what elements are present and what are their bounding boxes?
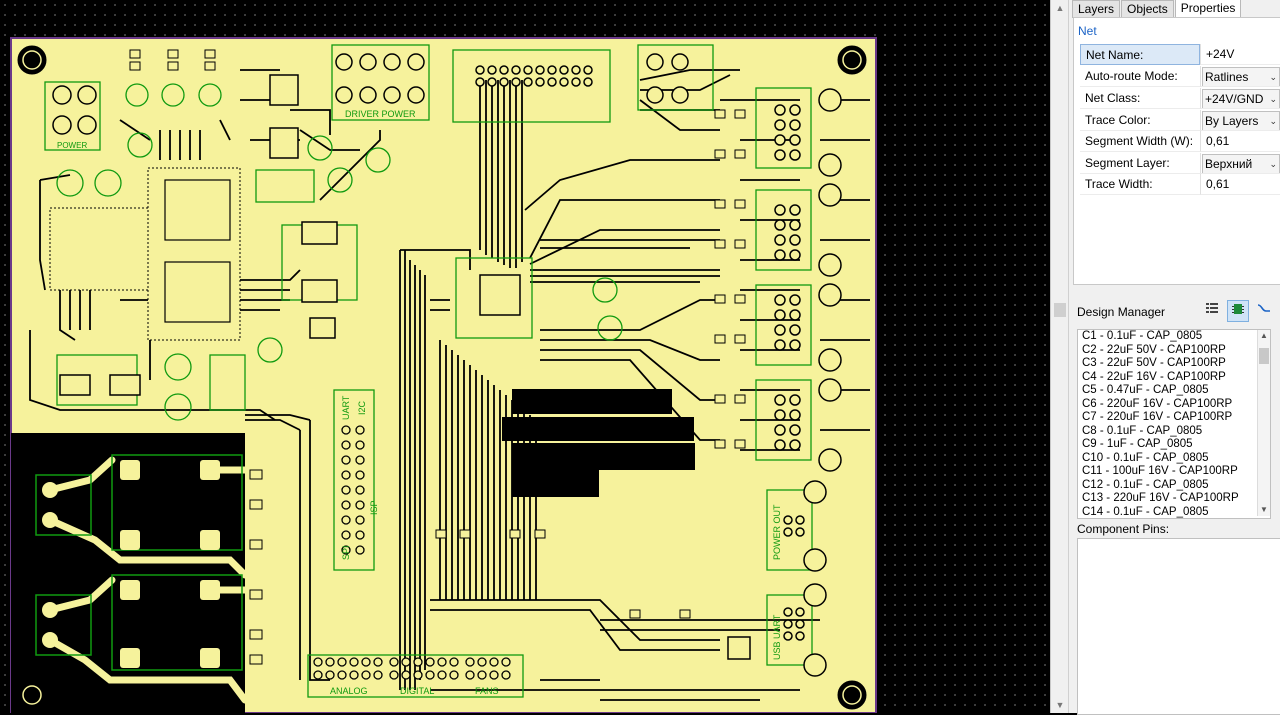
prop-row-net-name: Net Name: +24V xyxy=(1080,44,1280,65)
prop-label: Net Name: xyxy=(1080,44,1200,65)
properties-panel: Net Net Name: +24V Auto-route Mode: Ratl… xyxy=(1073,17,1280,285)
pcb-canvas[interactable]: POWER DRIVER POWER ANALOG DIGITAL FANS U… xyxy=(0,0,1050,713)
chevron-down-icon: ⌄ xyxy=(1269,116,1277,126)
ground-pour xyxy=(11,433,245,713)
list-item[interactable]: C5 - 0.47uF - CAP_0805 xyxy=(1082,384,1209,396)
prop-label: Segment Width (W): xyxy=(1080,131,1200,152)
scroll-down-icon[interactable]: ▼ xyxy=(1055,700,1065,710)
chevron-down-icon[interactable]: ▼ xyxy=(1260,505,1268,514)
list-item[interactable]: C11 - 100uF 16V - CAP100RP xyxy=(1082,465,1238,477)
tab-properties[interactable]: Properties xyxy=(1174,0,1242,18)
panel-tabs: Layers Objects Properties xyxy=(1072,0,1242,18)
component-list[interactable]: C1 - 0.1uF - CAP_0805 C2 - 22uF 50V - CA… xyxy=(1077,329,1271,519)
segment-width-field[interactable]: 0,61 xyxy=(1200,131,1280,152)
list-item[interactable]: C12 - 0.1uF - CAP_0805 xyxy=(1082,478,1209,491)
list-item[interactable]: C1 - 0.1uF - CAP_0805 xyxy=(1082,330,1203,342)
label-i2c: I2C xyxy=(357,400,367,415)
trace-width-field[interactable]: 0,61 xyxy=(1200,174,1280,195)
prop-label: Trace Width: xyxy=(1080,174,1200,195)
label-spi: SPI xyxy=(341,545,351,560)
list-item[interactable]: C2 - 22uF 50V - CAP100RP xyxy=(1082,343,1226,356)
prop-row-auto-route-mode: Auto-route Mode: Ratlines⌄ xyxy=(1080,66,1280,87)
trace-color-select[interactable]: By Layers⌄ xyxy=(1202,111,1280,130)
scrollbar-thumb[interactable] xyxy=(1259,348,1269,364)
section-title: Net xyxy=(1078,24,1097,38)
list-icon[interactable] xyxy=(1201,300,1223,322)
scroll-up-icon[interactable]: ▲ xyxy=(1055,3,1065,13)
prop-row-segment-layer: Segment Layer: Верхний⌄ xyxy=(1080,153,1280,174)
prop-label: Segment Layer: xyxy=(1080,153,1200,174)
prop-row-net-class: Net Class: +24V/GND⌄ xyxy=(1080,88,1280,109)
list-item[interactable]: C9 - 1uF - CAP_0805 xyxy=(1082,438,1193,450)
label-analog: ANALOG xyxy=(330,686,368,696)
tab-objects[interactable]: Objects xyxy=(1121,0,1174,18)
chevron-up-icon[interactable]: ▲ xyxy=(1260,331,1268,340)
prop-label: Auto-route Mode: xyxy=(1080,66,1200,87)
list-item[interactable]: C4 - 22uF 16V - CAP100RP xyxy=(1082,370,1226,383)
pcb-board-view[interactable]: POWER DRIVER POWER ANALOG DIGITAL FANS U… xyxy=(0,0,1050,713)
segment-layer-select[interactable]: Верхний⌄ xyxy=(1202,154,1280,173)
prop-row-segment-width: Segment Width (W): 0,61 xyxy=(1080,131,1280,152)
list-scrollbar[interactable]: ▲ ▼ xyxy=(1257,330,1270,516)
label-usb-uart: USB UART xyxy=(772,614,782,660)
list-item[interactable]: C14 - 0.1uF - CAP_0805 xyxy=(1082,505,1209,518)
splitter-grip[interactable] xyxy=(1054,303,1066,317)
panel-splitter[interactable]: ▲ ▼ xyxy=(1050,0,1069,713)
tab-layers[interactable]: Layers xyxy=(1072,0,1121,18)
component-pins-list[interactable] xyxy=(1077,538,1280,715)
auto-route-mode-select[interactable]: Ratlines⌄ xyxy=(1202,67,1280,86)
component-pins-title: Component Pins: xyxy=(1077,522,1170,536)
list-item[interactable]: C13 - 220uF 16V - CAP100RP xyxy=(1082,492,1239,504)
label-fans: FANS xyxy=(475,686,499,696)
right-panel: Layers Objects Properties Net Net Name: … xyxy=(1068,0,1280,715)
list-item[interactable]: C8 - 0.1uF - CAP_0805 xyxy=(1082,424,1203,437)
chevron-down-icon: ⌄ xyxy=(1269,159,1277,169)
design-manager-toolbar xyxy=(1201,300,1279,322)
chevron-down-icon: ⌄ xyxy=(1269,72,1277,82)
label-isp: ISP xyxy=(369,500,379,515)
label-digital: DIGITAL xyxy=(400,686,434,696)
list-item[interactable]: C7 - 220uF 16V - CAP100RP xyxy=(1082,411,1233,423)
list-item[interactable]: C6 - 220uF 16V - CAP100RP xyxy=(1082,397,1233,410)
prop-row-trace-width: Trace Width: 0,61 xyxy=(1080,174,1280,195)
net-class-select[interactable]: +24V/GND⌄ xyxy=(1202,89,1280,108)
list-item[interactable]: C3 - 22uF 50V - CAP100RP xyxy=(1082,357,1226,369)
prop-row-trace-color: Trace Color: By Layers⌄ xyxy=(1080,110,1280,131)
prop-label: Net Class: xyxy=(1080,88,1200,109)
net-name-field[interactable]: +24V xyxy=(1200,44,1280,65)
label-power-out: POWER OUT xyxy=(772,504,782,560)
chevron-down-icon: ⌄ xyxy=(1269,94,1277,104)
component-icon[interactable] xyxy=(1227,300,1249,322)
net-icon[interactable] xyxy=(1253,300,1275,322)
label-power: POWER xyxy=(57,141,87,150)
prop-label: Trace Color: xyxy=(1080,110,1200,131)
label-driver-power: DRIVER POWER xyxy=(345,109,416,119)
design-manager-title: Design Manager xyxy=(1077,305,1166,319)
label-uart: UART xyxy=(341,395,351,420)
list-item[interactable]: C10 - 0.1uF - CAP_0805 xyxy=(1082,451,1209,464)
